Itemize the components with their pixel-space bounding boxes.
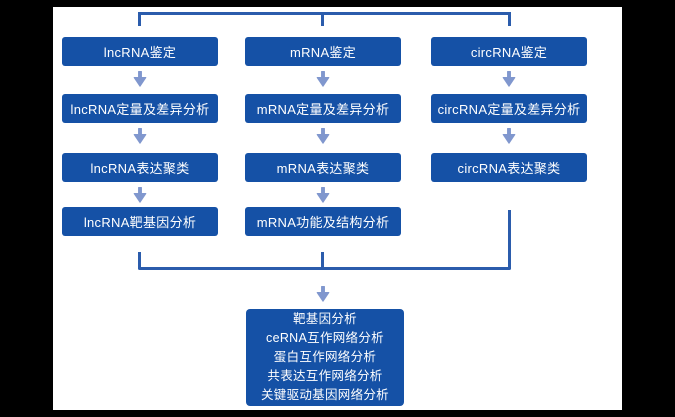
bottom-connector-stub-circrna xyxy=(508,210,511,269)
box-lncrna-target-gene-label: lncRNA靶基因分析 xyxy=(83,215,197,230)
final-box-line-cerna-network: ceRNA互作网络分析 xyxy=(266,331,384,345)
down-arrow-icon xyxy=(316,128,330,144)
down-arrow-icon xyxy=(133,187,147,203)
down-arrow-icon xyxy=(316,286,330,302)
top-connector-stub-lncrna xyxy=(138,12,141,26)
final-box-line-target-gene: 靶基因分析 xyxy=(292,312,357,326)
frame-top-bar xyxy=(0,0,675,7)
box-lncrna-identification: lncRNA鉴定 xyxy=(62,37,218,66)
box-circrna-clustering-label: circRNA表达聚类 xyxy=(457,161,561,176)
top-connector-line xyxy=(138,12,511,15)
frame-left-bar xyxy=(0,0,53,417)
top-connector-stub-circrna xyxy=(508,12,511,26)
top-connector-stub-mrna xyxy=(321,12,324,26)
box-circrna-quantification: circRNA定量及差异分析 xyxy=(431,94,587,123)
down-arrow-icon xyxy=(316,187,330,203)
box-mrna-identification-label: mRNA鉴定 xyxy=(289,45,357,60)
box-mrna-quantification-label: mRNA定量及差异分析 xyxy=(256,102,390,117)
down-arrow-icon xyxy=(133,71,147,87)
box-lncrna-clustering-label: lncRNA表达聚类 xyxy=(90,161,190,176)
frame-bottom-bar xyxy=(0,410,675,417)
box-mrna-identification: mRNA鉴定 xyxy=(245,37,401,66)
box-lncrna-quantification-label: lncRNA定量及差异分析 xyxy=(70,102,210,117)
frame-right-bar xyxy=(622,0,675,417)
box-mrna-function-structure: mRNA功能及结构分析 xyxy=(245,207,401,236)
box-mrna-clustering-label: mRNA表达聚类 xyxy=(276,161,370,176)
box-mrna-quantification: mRNA定量及差异分析 xyxy=(245,94,401,123)
box-lncrna-target-gene: lncRNA靶基因分析 xyxy=(62,207,218,236)
box-lncrna-identification-label: lncRNA鉴定 xyxy=(103,45,177,60)
bottom-connector-line xyxy=(138,267,511,270)
box-circrna-identification: circRNA鉴定 xyxy=(431,37,587,66)
final-box-line-protein-network: 蛋白互作网络分析 xyxy=(273,350,377,364)
down-arrow-icon xyxy=(316,71,330,87)
bottom-connector-stub-mrna xyxy=(321,252,324,269)
box-mrna-function-structure-label: mRNA功能及结构分析 xyxy=(256,215,390,230)
final-box-line-driver-network: 关键驱动基因网络分析 xyxy=(260,388,389,402)
box-circrna-clustering: circRNA表达聚类 xyxy=(431,153,587,182)
box-lncrna-clustering: lncRNA表达聚类 xyxy=(62,153,218,182)
down-arrow-icon xyxy=(502,71,516,87)
final-box-line-coexpr-network: 共表达互作网络分析 xyxy=(267,369,383,383)
down-arrow-icon xyxy=(133,128,147,144)
box-lncrna-quantification: lncRNA定量及差异分析 xyxy=(62,94,218,123)
box-circrna-identification-label: circRNA鉴定 xyxy=(470,45,548,60)
box-circrna-quantification-label: circRNA定量及差异分析 xyxy=(437,102,581,117)
box-mrna-clustering: mRNA表达聚类 xyxy=(245,153,401,182)
down-arrow-icon xyxy=(502,128,516,144)
box-integrated-network-analysis: 靶基因分析 ceRNA互作网络分析 蛋白互作网络分析 共表达互作网络分析 关键驱… xyxy=(246,309,404,406)
bottom-connector-stub-lncrna xyxy=(138,252,141,269)
